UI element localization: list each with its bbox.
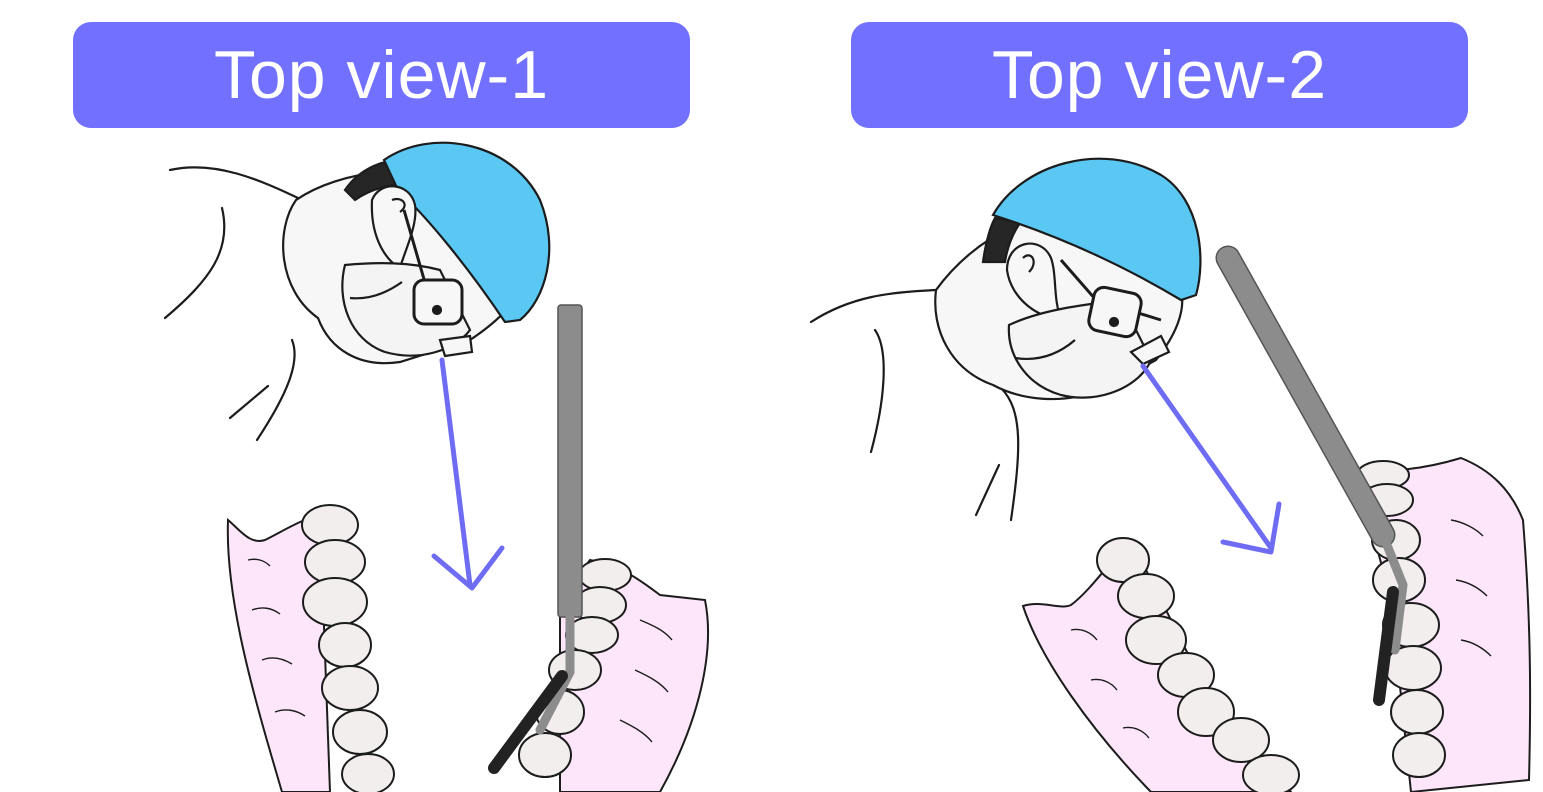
line-of-sight-arrow-icon — [431, 357, 505, 591]
top-view-1-illustration — [163, 141, 709, 792]
surgical-cap-icon — [382, 141, 551, 324]
clinician-head — [282, 141, 551, 365]
dental-arch-lower — [1021, 537, 1300, 792]
dental-arch-upper — [1354, 456, 1532, 792]
clinician-body — [163, 166, 300, 442]
panel-title: Top view-1 — [73, 22, 690, 128]
dental-mirror-icon — [488, 304, 583, 774]
dental-arch-lower — [226, 504, 395, 792]
top-view-2-illustration — [809, 157, 1532, 792]
panel-title: Top view-2 — [851, 22, 1468, 128]
dental-mirror-icon — [1215, 245, 1408, 706]
surgical-cap-icon — [991, 157, 1202, 302]
clinician-body — [809, 288, 1020, 522]
dental-arch-upper — [518, 558, 709, 792]
clinician-head — [934, 157, 1202, 401]
panel-top-view-1: Top view-1 — [0, 0, 771, 792]
line-of-sight-arrow-icon — [1140, 363, 1282, 555]
panel-top-view-2: Top view-2 — [771, 0, 1543, 792]
